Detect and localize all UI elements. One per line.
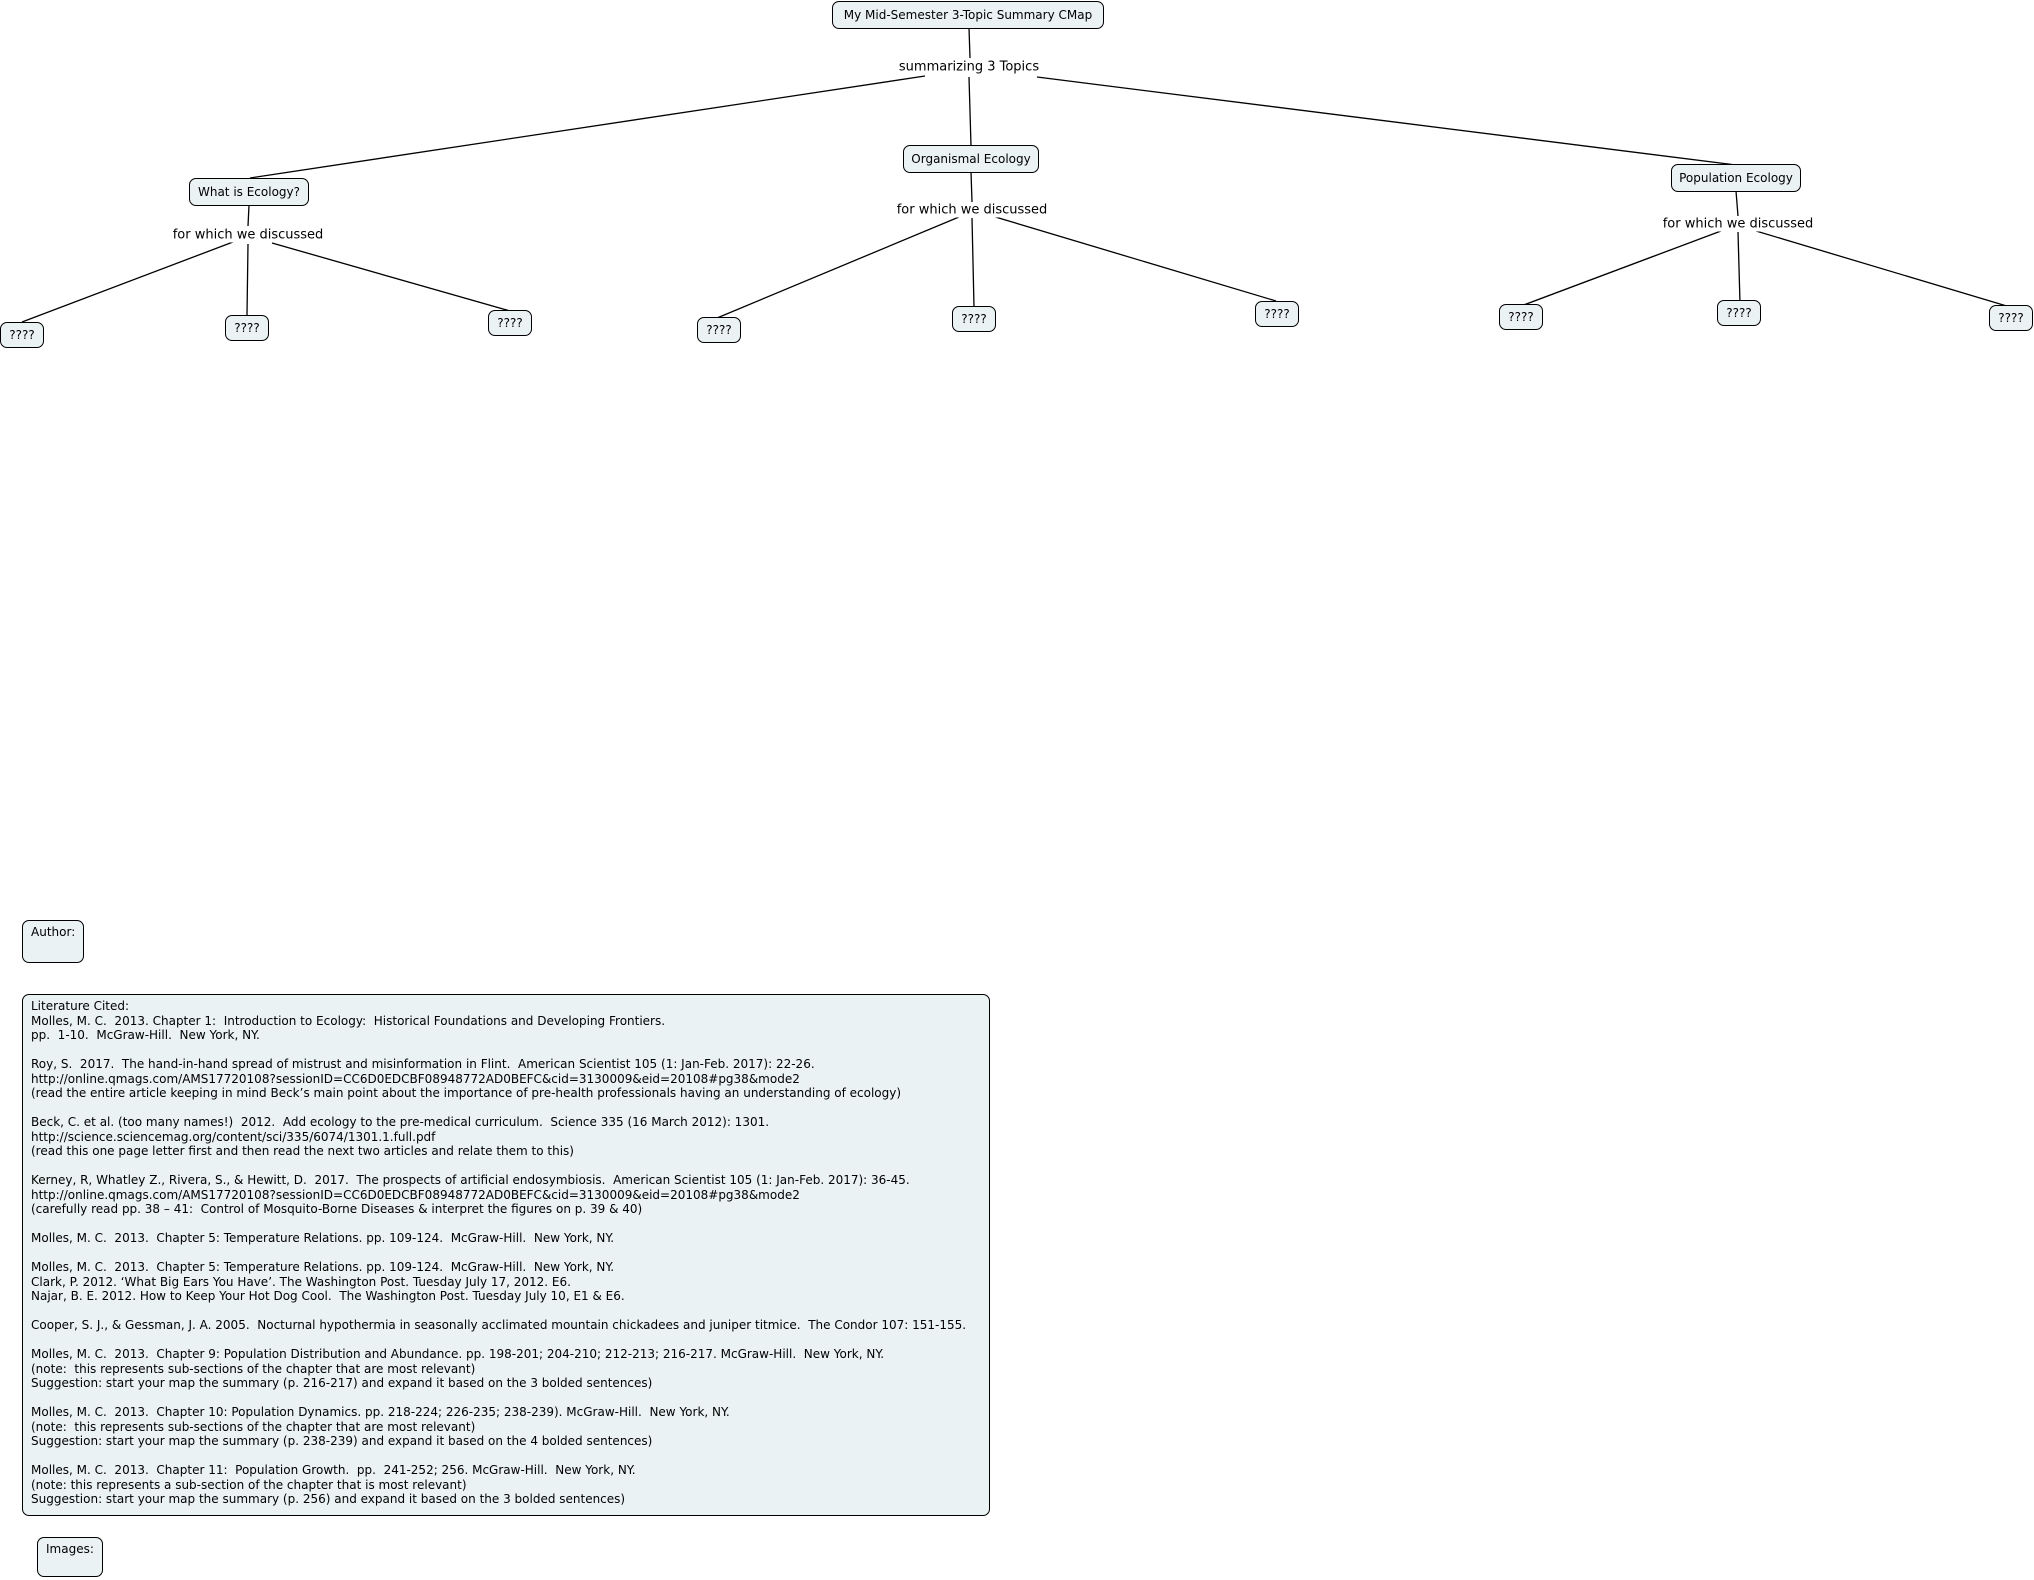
literature-line: (note: this represents sub-sections of t… <box>31 1419 476 1434</box>
concept-leaf-c3[interactable]: ???? <box>1989 305 2033 331</box>
literature-line <box>31 1101 981 1116</box>
literature-line: (note: this represents sub-sections of t… <box>31 1361 476 1376</box>
link-organismal-ecology-to-phrase <box>970 171 973 203</box>
literature-line: Beck, C. et al. (too many names!) 2012. … <box>31 1115 770 1129</box>
literature-line: (note: this represents a sub-section of … <box>31 1477 467 1492</box>
literature-line <box>31 1043 981 1058</box>
literature-line: Najar, B. E. 2012. How to Keep Your Hot … <box>31 1289 625 1303</box>
link-what-is-ecology-to-phrase <box>247 204 250 227</box>
link-phrase-a-to-leaf-a3 <box>271 242 511 312</box>
literature-line: Molles, M. C. 2013. Chapter 5: Temperatu… <box>31 1231 615 1245</box>
linking-phrase-discussed-b[interactable]: for which we discussed <box>895 202 1049 218</box>
images-label: Images: <box>46 1542 94 1556</box>
literature-line: Kerney, R, Whatley Z., Rivera, S., & Hew… <box>31 1173 910 1187</box>
literature-line: Clark, P. 2012. ‘What Big Ears You Have’… <box>31 1274 571 1289</box>
author-box[interactable]: Author: <box>22 920 84 963</box>
concept-what-is-ecology[interactable]: What is Ecology? <box>189 178 309 206</box>
concept-leaf-a1[interactable]: ???? <box>0 322 44 348</box>
link-phrase-a-to-leaf-a1 <box>21 241 234 323</box>
literature-line: pp. 1-10. McGraw-Hill. New York, NY. <box>31 1028 260 1042</box>
literature-line <box>31 1333 981 1348</box>
linking-phrase-discussed-a[interactable]: for which we discussed <box>171 227 325 243</box>
link-phrase-a-to-leaf-a2 <box>246 243 249 316</box>
link-phrase-to-organismal-ecology <box>968 76 972 147</box>
literature-line: http://online.qmags.com/AMS17720108?sess… <box>31 1071 800 1086</box>
link-phrase-c-to-leaf-c2 <box>1737 231 1741 304</box>
link-root-to-phrase <box>968 27 971 59</box>
literature-line <box>31 1217 981 1232</box>
link-phrase-b-to-leaf-b2 <box>971 217 975 308</box>
literature-cited-lines: Literature Cited:Molles, M. C. 2013. Cha… <box>31 999 981 1507</box>
linking-phrase-summarizing[interactable]: summarizing 3 Topics <box>897 59 1041 75</box>
literature-line: (carefully read pp. 38 – 41: Control of … <box>31 1202 643 1216</box>
literature-line: Literature Cited: <box>31 999 130 1013</box>
link-population-ecology-to-phrase <box>1735 190 1739 217</box>
concept-organismal-ecology[interactable]: Organismal Ecology <box>903 145 1039 173</box>
link-phrase-b-to-leaf-b3 <box>991 215 1277 302</box>
literature-line: (read the entire article keeping in mind… <box>31 1086 902 1100</box>
literature-line <box>31 1304 981 1319</box>
literature-line: Cooper, S. J., & Gessman, J. A. 2005. No… <box>31 1318 967 1332</box>
literature-line: Suggestion: start your map the summary (… <box>31 1492 626 1506</box>
link-phrase-b-to-leaf-b1 <box>716 216 960 319</box>
literature-line: Suggestion: start your map the summary (… <box>31 1434 653 1448</box>
link-phrase-to-what-is-ecology <box>249 75 926 179</box>
concept-root[interactable]: My Mid-Semester 3-Topic Summary CMap <box>832 1 1104 29</box>
literature-line: Molles, M. C. 2013. Chapter 10: Populati… <box>31 1405 730 1419</box>
concept-population-ecology[interactable]: Population Ecology <box>1671 164 1801 192</box>
literature-line: (read this one page letter first and the… <box>31 1144 574 1158</box>
concept-leaf-b1[interactable]: ???? <box>697 317 741 343</box>
concept-leaf-c2[interactable]: ???? <box>1717 300 1761 326</box>
literature-line: http://online.qmags.com/AMS17720108?sess… <box>31 1187 800 1202</box>
literature-line: http://science.sciencemag.org/content/sc… <box>31 1129 436 1144</box>
literature-line <box>31 1449 981 1464</box>
link-phrase-c-to-leaf-c1 <box>1520 230 1722 307</box>
link-phrase-to-population-ecology <box>1036 76 1737 166</box>
literature-line: Molles, M. C. 2013. Chapter 11: Populati… <box>31 1463 636 1477</box>
concept-leaf-b2[interactable]: ???? <box>952 306 996 332</box>
literature-line <box>31 1246 981 1261</box>
literature-line <box>31 1159 981 1174</box>
concept-leaf-b3[interactable]: ???? <box>1255 301 1299 327</box>
literature-cited-box[interactable]: Literature Cited:Molles, M. C. 2013. Cha… <box>22 994 990 1516</box>
concept-leaf-c1[interactable]: ???? <box>1499 304 1543 330</box>
literature-line: Molles, M. C. 2013. Chapter 5: Temperatu… <box>31 1260 615 1274</box>
concept-leaf-a3[interactable]: ???? <box>488 310 532 336</box>
literature-line <box>31 1391 981 1406</box>
literature-line: Roy, S. 2017. The hand-in-hand spread of… <box>31 1057 815 1071</box>
literature-line: Suggestion: start your map the summary (… <box>31 1376 653 1390</box>
images-box[interactable]: Images: <box>37 1537 103 1577</box>
literature-line: Molles, M. C. 2013. Chapter 9: Populatio… <box>31 1347 885 1361</box>
linking-phrase-discussed-c[interactable]: for which we discussed <box>1661 216 1815 232</box>
author-label: Author: <box>31 925 76 939</box>
concept-leaf-a2[interactable]: ???? <box>225 315 269 341</box>
literature-line: Molles, M. C. 2013. Chapter 1: Introduct… <box>31 1013 666 1028</box>
link-phrase-c-to-leaf-c3 <box>1755 230 2011 308</box>
